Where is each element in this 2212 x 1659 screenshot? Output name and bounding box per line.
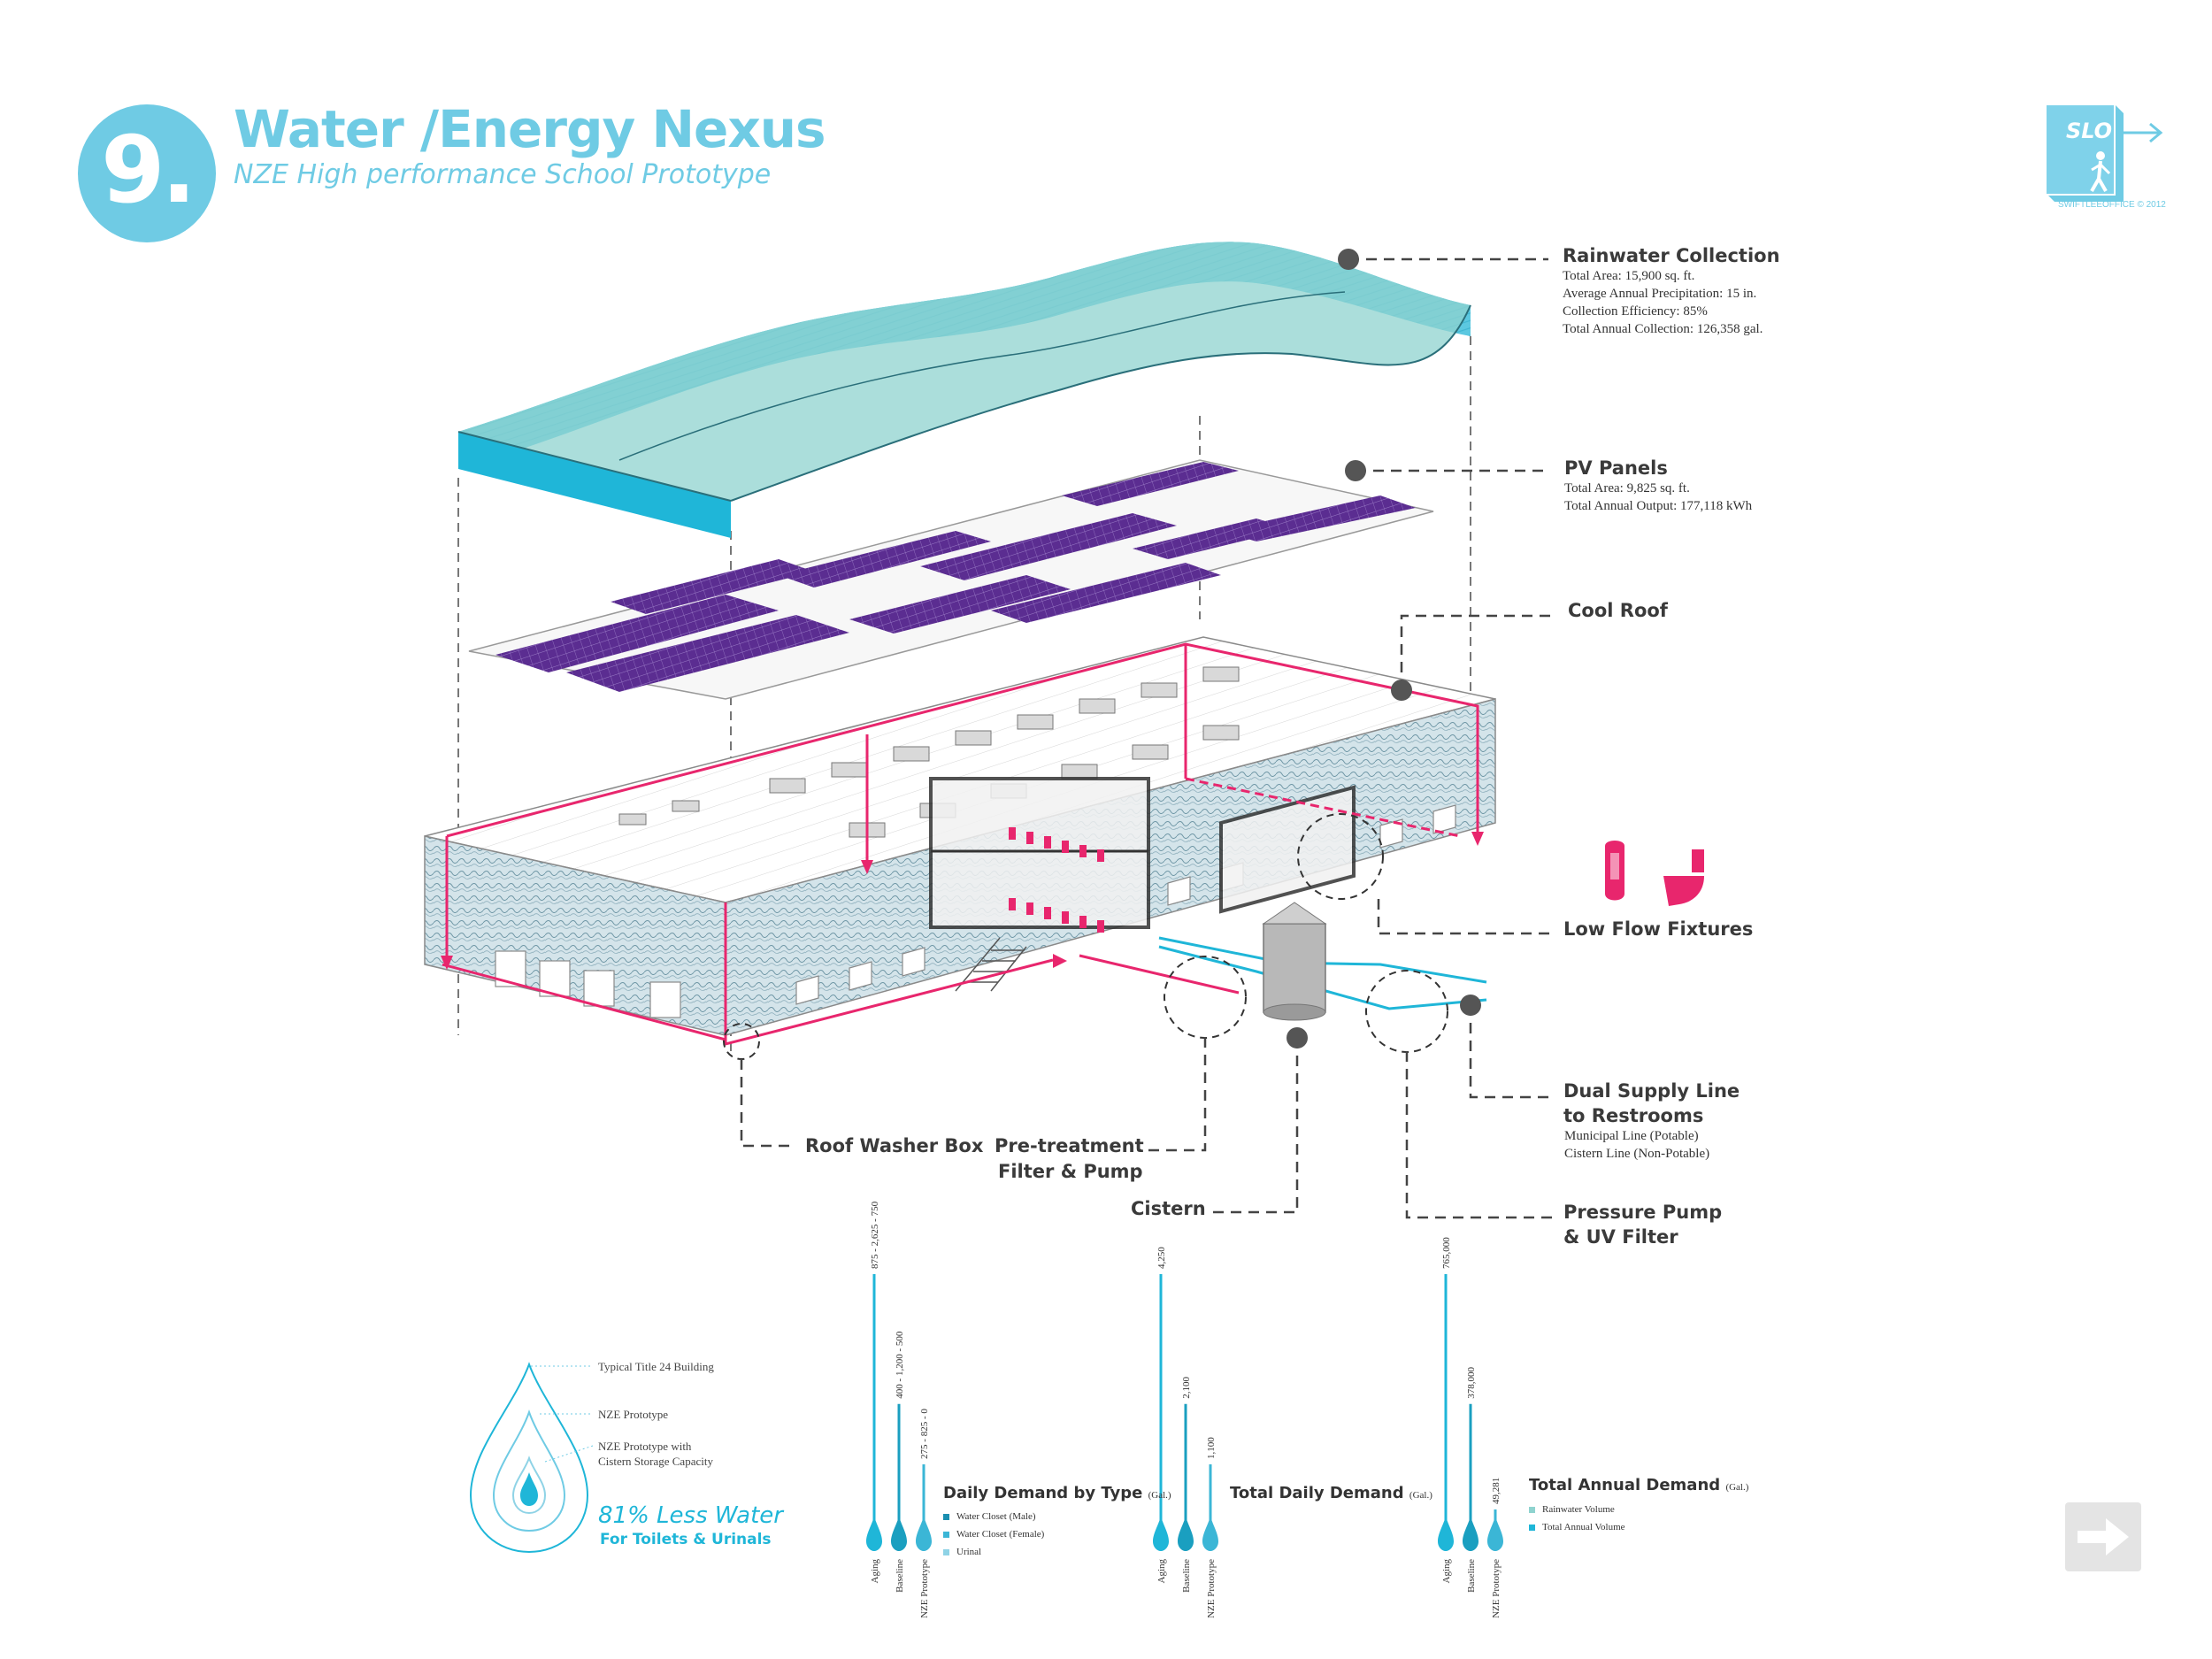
section-number: 9. xyxy=(101,116,196,224)
drop-label-nze: NZE Prototype xyxy=(598,1408,669,1421)
cistern-tank xyxy=(1262,902,1327,1021)
arrow-right-icon xyxy=(2078,1518,2129,1555)
chart-drop-marker xyxy=(1178,1517,1194,1551)
chart-drop-marker xyxy=(1463,1517,1479,1551)
chart-value-label: 4,250 xyxy=(1156,1247,1167,1269)
pressure-pump-title-line1: Pressure Pump xyxy=(1563,1202,1723,1223)
pv-panels-title: PV Panels xyxy=(1564,457,1668,479)
chart-category-label: Aging xyxy=(870,1559,880,1584)
rainwater-layer xyxy=(457,242,1471,538)
chart-category-label: Aging xyxy=(1156,1559,1167,1584)
urinal-icon xyxy=(1605,841,1624,901)
chart-value-label: 1,100 xyxy=(1206,1437,1217,1459)
chart-drop-marker xyxy=(1487,1517,1503,1551)
chart-category-label: Baseline xyxy=(1466,1559,1477,1593)
legend-item-female: Water Closet (Female) xyxy=(943,1527,1044,1541)
low-flow-fixtures-title: Low Flow Fixtures xyxy=(1563,918,1754,940)
legend-item-total-annual: Total Annual Volume xyxy=(1529,1520,1625,1534)
chart-drop-marker xyxy=(1202,1517,1218,1551)
cool-roof-title: Cool Roof xyxy=(1568,600,1668,621)
chart-drop-marker xyxy=(1153,1517,1169,1551)
chart-category-label: Baseline xyxy=(895,1559,905,1593)
section-number-badge: 9. xyxy=(78,104,216,242)
dual-supply-title-line2: to Restrooms xyxy=(1563,1105,1704,1126)
chart-value-label: 875 - 2,625 - 750 xyxy=(870,1201,880,1269)
page-title: Water /Energy Nexus xyxy=(234,99,826,159)
callout-leaders xyxy=(740,257,1554,1219)
chart-category-label: NZE Prototype xyxy=(1491,1559,1502,1618)
chart-drop-marker xyxy=(916,1517,932,1551)
next-page-button[interactable] xyxy=(2065,1502,2141,1571)
chart-value-label: 275 - 825 - 0 xyxy=(919,1409,930,1459)
chart-value-label: 378,000 xyxy=(1466,1366,1477,1398)
building-model xyxy=(424,636,1496,1036)
cistern-title: Cistern xyxy=(1131,1198,1206,1219)
pv-panel-layer xyxy=(468,459,1434,700)
pressure-pump-title-line2: & UV Filter xyxy=(1563,1226,1678,1248)
chart-title-daily-by-type: Daily Demand by Type (Gal.) xyxy=(943,1484,1171,1502)
dual-supply-details: Municipal Line (Potable) Cistern Line (N… xyxy=(1564,1129,1710,1161)
chart-drop-marker xyxy=(1438,1517,1454,1551)
chart-value-label: 400 - 1,200 - 500 xyxy=(895,1331,905,1399)
roof-washer-box-title: Roof Washer Box xyxy=(805,1135,984,1156)
water-drop-graphic xyxy=(469,1362,594,1554)
pv-panels-details: Total Area: 9,825 sq. ft. Total Annual O… xyxy=(1564,481,1753,513)
chart-category-label: NZE Prototype xyxy=(919,1559,930,1618)
water-savings-description: For Toilets & Urinals xyxy=(600,1531,772,1548)
chart-category-label: Aging xyxy=(1441,1559,1452,1584)
chart-category-label: NZE Prototype xyxy=(1206,1559,1217,1618)
toilet-icon xyxy=(1663,849,1704,906)
logo-label: SLO xyxy=(2065,119,2113,143)
chart-drop-marker xyxy=(891,1517,907,1551)
rainwater-pipes xyxy=(442,642,1479,1046)
chart-title-total-daily: Total Daily Demand (Gal.) xyxy=(1230,1484,1432,1502)
chart-drop-marker xyxy=(866,1517,882,1551)
water-savings-percent: 81% Less Water xyxy=(598,1502,783,1529)
dual-supply-title-line1: Dual Supply Line xyxy=(1563,1080,1740,1102)
rainwater-collection-details: Total Area: 15,900 sq. ft. Average Annua… xyxy=(1563,269,1763,336)
drop-label-nze-cistern-2: Cistern Storage Capacity xyxy=(598,1455,713,1468)
logo-caption: SWIFTLEEOFFICE © 2012 xyxy=(2058,200,2166,210)
chart-value-label: 765,000 xyxy=(1441,1237,1452,1269)
rainwater-collection-title: Rainwater Collection xyxy=(1563,245,1780,266)
drop-label-nze-cistern-1: NZE Prototype with xyxy=(598,1440,692,1453)
chart-value-label: 2,100 xyxy=(1181,1376,1192,1398)
page-subtitle: NZE High performance School Prototype xyxy=(234,159,772,190)
pretreatment-title-line2: Filter & Pump xyxy=(998,1161,1143,1182)
drop-label-typical: Typical Title 24 Building xyxy=(598,1360,714,1373)
legend-item-rainwater: Rainwater Volume xyxy=(1529,1502,1615,1517)
callout-dots xyxy=(1286,249,1481,1048)
legend-item-male: Water Closet (Male) xyxy=(943,1509,1036,1524)
chart-category-label: Baseline xyxy=(1181,1559,1192,1593)
chart-value-label: 49,281 xyxy=(1491,1478,1502,1504)
chart-title-total-annual: Total Annual Demand (Gal.) xyxy=(1529,1476,1749,1494)
slo-logo-icon xyxy=(2045,104,2163,202)
pretreatment-title-line1: Pre-treatment xyxy=(995,1135,1144,1156)
legend-item-urinal: Urinal xyxy=(943,1545,981,1559)
